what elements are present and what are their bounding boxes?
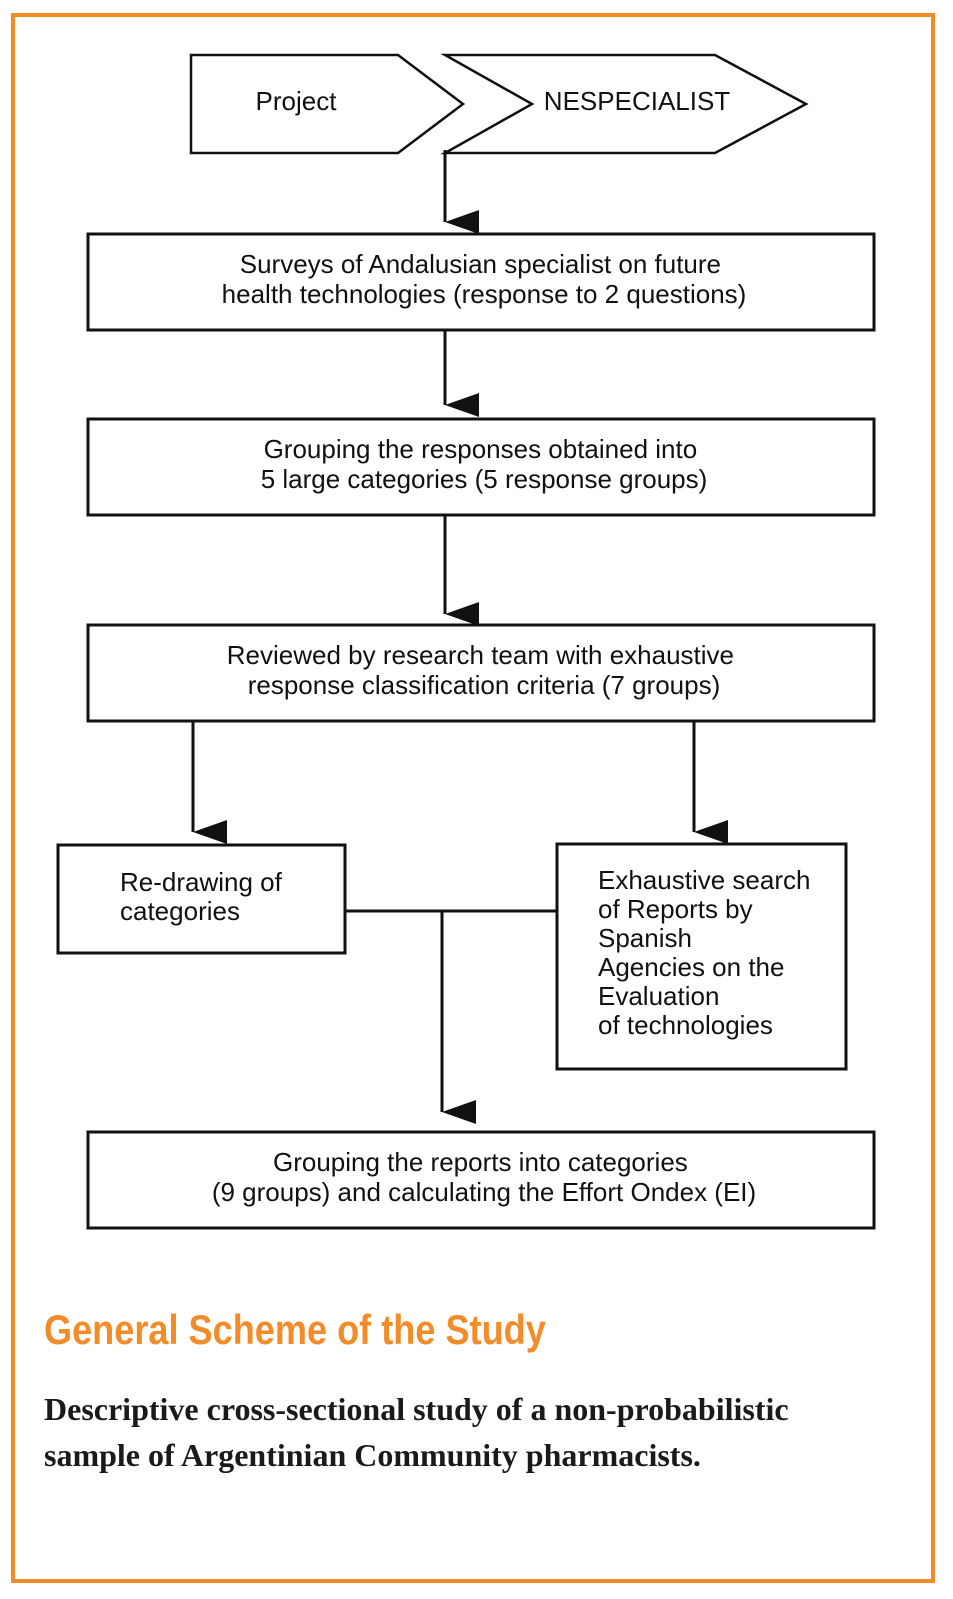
- node-grouping-reports-line-2: (9 groups) and calculating the Effort On…: [212, 1177, 756, 1207]
- node-project: Project: [189, 53, 466, 155]
- node-exhaustive-search-label: Exhaustive search of Reports by Spanish …: [598, 865, 818, 1040]
- node-exhaustive-search-line-2: of Reports by: [598, 894, 753, 924]
- node-surveys-line-1: Surveys of Andalusian specialist on futu…: [240, 249, 721, 279]
- figure-description: Descriptive cross-sectional study of a n…: [44, 1386, 914, 1478]
- node-exhaustive-search-line-1: Exhaustive search: [598, 865, 810, 895]
- node-exhaustive-search-line-6: of technologies: [598, 1010, 773, 1040]
- node-surveys: Surveys of Andalusian specialist on futu…: [86, 232, 876, 332]
- node-reviewed-line-1: Reviewed by research team with exhaustiv…: [227, 640, 734, 670]
- node-reviewed-line-2: response classification criteria (7 grou…: [248, 670, 721, 700]
- node-project-line: Project: [256, 86, 338, 116]
- node-grouping-reports-line-1: Grouping the reports into categories: [273, 1147, 688, 1177]
- node-grouping-reports-label: Grouping the reports into categories (9 …: [212, 1147, 756, 1207]
- figure-description-line-1: Descriptive cross-sectional study of a n…: [44, 1391, 789, 1427]
- node-reviewed: Reviewed by research team with exhaustiv…: [86, 623, 876, 723]
- node-exhaustive-search: Exhaustive search of Reports by Spanish …: [555, 842, 848, 1071]
- node-grouping-responses-line-1: Grouping the responses obtained into: [264, 434, 698, 464]
- node-grouping-responses: Grouping the responses obtained into 5 l…: [86, 417, 876, 517]
- node-exhaustive-search-line-4: Agencies on the: [598, 952, 784, 982]
- node-grouping-responses-label: Grouping the responses obtained into 5 l…: [261, 434, 708, 494]
- node-redrawing-line-1: Re-drawing of: [120, 867, 283, 897]
- node-redrawing-line-2: categories: [120, 896, 240, 926]
- node-redrawing-label: Re-drawing of categories: [120, 867, 289, 926]
- node-nespecialist-line: NESPECIALIST: [544, 86, 731, 116]
- node-grouping-responses-line-2: 5 large categories (5 response groups): [261, 464, 708, 494]
- figure-description-line-2: sample of Argentinian Community pharmaci…: [44, 1437, 701, 1473]
- node-exhaustive-search-line-5: Evaluation: [598, 981, 719, 1011]
- node-grouping-reports: Grouping the reports into categories (9 …: [86, 1130, 876, 1230]
- figure-title: General Scheme of the Study: [44, 1306, 546, 1353]
- node-project-label: Project: [256, 86, 338, 116]
- flowchart: Project NESPECIALIST Surveys of Andalusi…: [56, 53, 876, 1230]
- node-surveys-line-2: health technologies (response to 2 quest…: [222, 279, 747, 309]
- node-exhaustive-search-line-3: Spanish: [598, 923, 692, 953]
- node-surveys-label: Surveys of Andalusian specialist on futu…: [222, 249, 747, 309]
- node-nespecialist: NESPECIALIST: [440, 53, 809, 155]
- node-nespecialist-label: NESPECIALIST: [544, 86, 731, 116]
- node-reviewed-label: Reviewed by research team with exhaustiv…: [227, 640, 741, 700]
- node-redrawing: Re-drawing of categories: [56, 843, 347, 955]
